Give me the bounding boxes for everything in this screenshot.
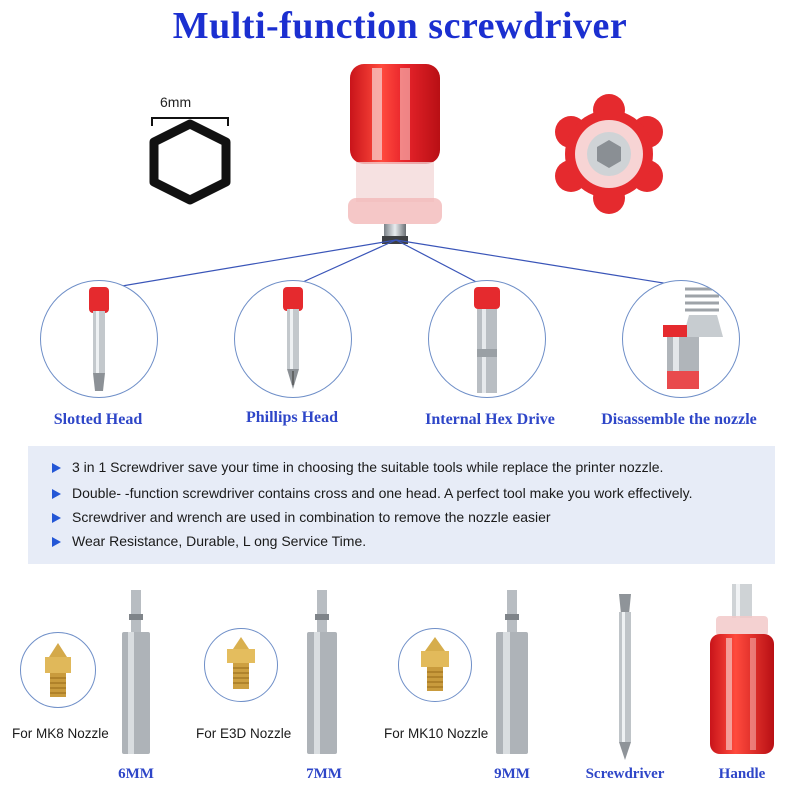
screwdriver-handle-icon [348,64,442,244]
hex-socket-7mm-icon [307,590,337,754]
handle-end-view-icon [555,94,663,214]
e3d-nozzle-circle [204,628,278,702]
hex-socket-diagram-icon [149,117,231,205]
page-title: Multi-function screwdriver [172,5,628,47]
tool-label-nozzle: Disassemble the nozzle [601,411,757,428]
connector-lines [97,239,683,291]
mk10-nozzle-circle [398,628,472,702]
bullet-triangle-icon [52,489,61,499]
size-label-7mm: 7MM [306,766,342,782]
size-label-9mm: 9MM [494,766,530,782]
part-label-screwdriver: Screwdriver [585,766,665,782]
nozzle-removal-icon [663,287,723,389]
size-label-6mm: 6MM [118,766,154,782]
nozzle-label-e3d: For E3D Nozzle [196,726,292,741]
nozzle-label-mk8: For MK8 Nozzle [12,726,109,741]
bullet-triangle-icon [52,463,61,473]
phillips-head-circle [234,280,352,398]
red-handle-icon [710,584,774,754]
bullet-triangle-icon [52,537,61,547]
slotted-head-circle [40,280,158,398]
bullet-triangle-icon [52,513,61,523]
mk8-nozzle-circle [20,632,96,708]
brass-nozzle-icon [421,637,449,691]
phillips-bit-icon [283,287,303,389]
hex-socket-bit-icon [474,287,500,393]
hex-socket-6mm-icon [122,590,150,754]
tool-label-slotted: Slotted Head [53,411,143,428]
brass-nozzle-icon [227,637,255,689]
hex-socket-9mm-icon [496,590,528,754]
nozzle-removal-circle [622,280,740,398]
brass-nozzle-icon [45,643,71,697]
tool-label-phillips: Phillips Head [245,409,339,426]
screwdriver-bit-icon [619,594,631,760]
tool-label-hex-drive: Internal Hex Drive [425,411,555,428]
features-panel: 3 in 1 Screwdriver save your time in cho… [28,446,775,564]
hex-drive-circle [428,280,546,398]
slotted-bit-icon [89,287,109,391]
part-label-handle: Handle [718,766,766,782]
hex-size-label: 6mm [160,94,192,110]
nozzle-label-mk10: For MK10 Nozzle [384,726,489,741]
